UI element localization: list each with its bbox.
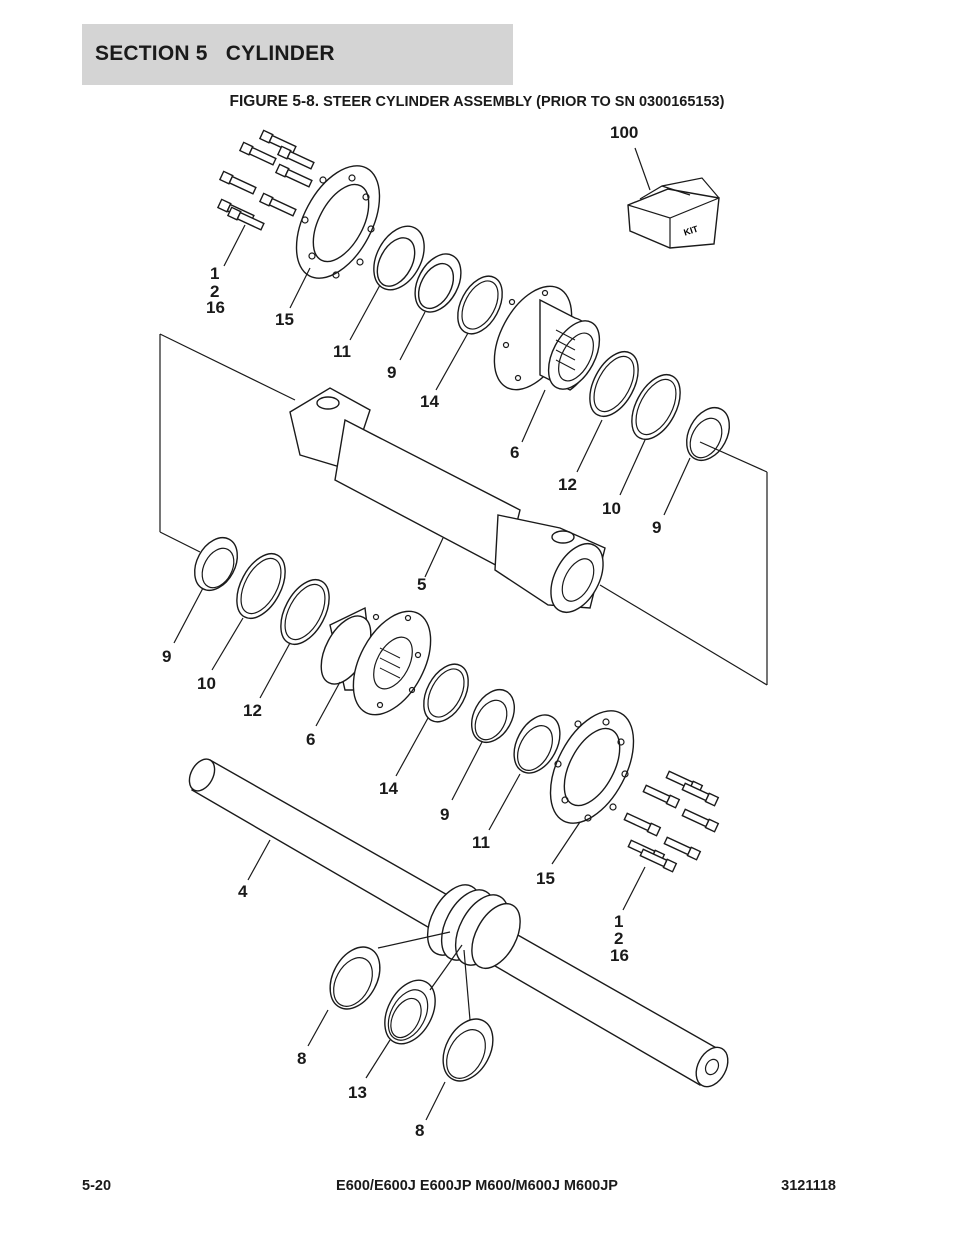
- upper-cylinder-head: [493, 285, 601, 391]
- callout-8-right: 8: [415, 1121, 424, 1140]
- callout-16-upper: 16: [206, 298, 225, 317]
- callout-12-upper: 12: [558, 475, 577, 494]
- kit-box-illustration: KIT: [627, 177, 720, 249]
- callout-9-upper: 9: [387, 363, 396, 382]
- page-number: 5-20: [82, 1178, 112, 1194]
- callout-1-lower: 1: [614, 912, 623, 931]
- piston-rod: [188, 758, 729, 1088]
- lower-left-rings: [193, 537, 330, 645]
- callout-100: 100: [610, 123, 638, 142]
- section-header-bar: SECTION 5 CYLINDER: [82, 24, 513, 85]
- upper-bolt-group: [216, 129, 315, 231]
- callout-10-upper: 10: [602, 499, 621, 518]
- callout-2-upper: 2: [210, 282, 219, 301]
- piston-rings: [329, 946, 494, 1082]
- callout-12-lower: 12: [243, 701, 262, 720]
- callout-6-lower: 6: [306, 730, 315, 749]
- callout-13: 13: [348, 1083, 367, 1102]
- callout-5: 5: [417, 575, 426, 594]
- callout-8-left: 8: [297, 1049, 306, 1068]
- lower-cylinder-head: [320, 606, 432, 716]
- model-list: E600/E600J E600JP M600/M600J M600JP: [336, 1178, 618, 1194]
- upper-right-rings: [589, 351, 731, 461]
- callout-9-upper-right: 9: [652, 518, 661, 537]
- figure-number: FIGURE 5-8.: [229, 93, 320, 110]
- callout-15-upper: 15: [275, 310, 294, 329]
- callout-labels: 100 1 2 16 15 11 9 14 6 12 10 9 5 9 10 1…: [162, 123, 661, 1140]
- callout-14-lower: 14: [379, 779, 398, 798]
- callout-1-upper: 1: [210, 264, 219, 283]
- callout-6-upper: 6: [510, 443, 519, 462]
- callout-16-lower: 16: [610, 946, 629, 965]
- lower-bolt-group: [623, 770, 720, 873]
- callout-9-lower: 9: [440, 805, 449, 824]
- callout-4: 4: [238, 882, 248, 901]
- section-title: SECTION 5 CYLINDER: [95, 42, 335, 65]
- callout-14-upper: 14: [420, 392, 439, 411]
- upper-flange-plate: [295, 165, 381, 279]
- figure-title: FIGURE 5-8. STEER CYLINDER ASSEMBLY (PRI…: [0, 93, 954, 111]
- figure-caption: STEER CYLINDER ASSEMBLY (PRIOR TO SN 030…: [323, 94, 725, 110]
- callout-11-lower: 11: [472, 833, 490, 852]
- callout-15-lower: 15: [536, 869, 555, 888]
- kit-label: KIT: [682, 224, 699, 238]
- lower-flange-plate: [549, 710, 635, 824]
- upper-seal-rings: [373, 225, 503, 335]
- callout-2-lower: 2: [614, 929, 623, 948]
- callout-11-upper: 11: [333, 342, 351, 361]
- cylinder-barrel: [159, 333, 768, 686]
- callout-9-lower-left: 9: [162, 647, 171, 666]
- callout-10-lower: 10: [197, 674, 216, 693]
- document-number: 3121118: [781, 1178, 836, 1194]
- leader-lines: [173, 147, 691, 1121]
- lower-right-rings: [423, 663, 561, 774]
